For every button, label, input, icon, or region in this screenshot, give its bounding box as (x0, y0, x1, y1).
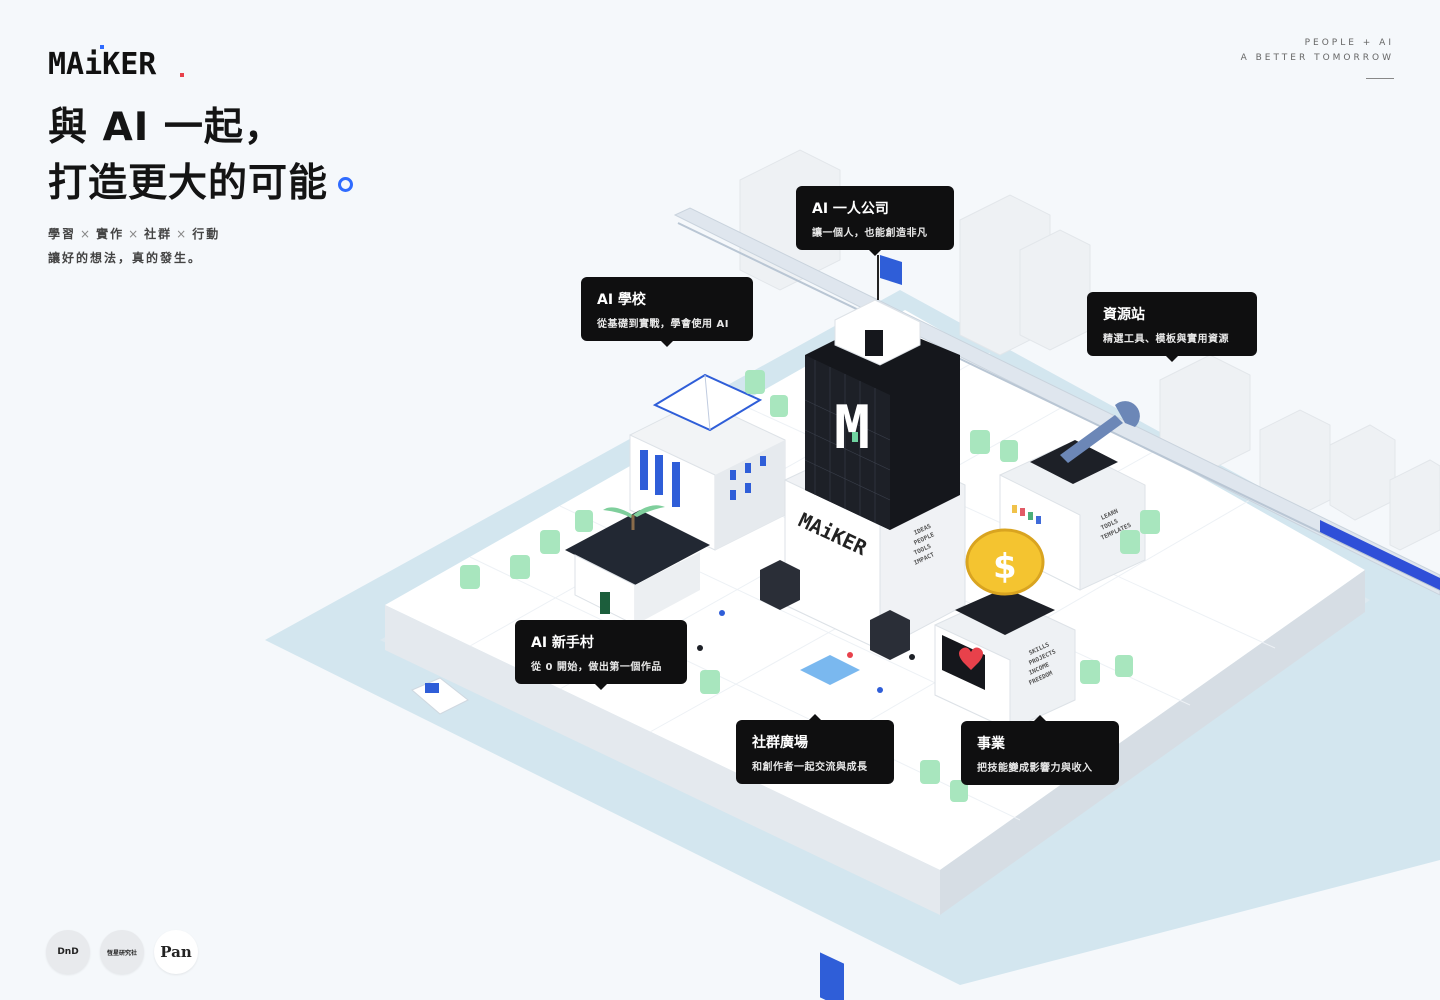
label-business[interactable]: 事業 把技能變成影響力與收入 (961, 715, 1119, 785)
boat (411, 677, 469, 715)
hero-headline: 與 AI 一起， 打造更大的可能 (48, 100, 354, 212)
business-building: SKILLS PROJECTS INCOME FREEDOM $ (934, 528, 1076, 731)
dnd-logo-icon[interactable]: DnD (46, 930, 90, 974)
svg-text:$: $ (993, 547, 1017, 587)
hero-line-2: 打造更大的可能 (48, 161, 329, 206)
tagline-line-2: A BETTER TOMORROW (1240, 53, 1394, 63)
headline-dot-icon (338, 177, 354, 192)
ai-school-building (629, 373, 786, 551)
hero-pillars: 學習×實作×社群×行動 (48, 227, 221, 241)
studio-logo-icon[interactable]: 恆星研究社 (100, 930, 144, 974)
hero-subtitle: 學習×實作×社群×行動 讓好的想法，真的發生。 (48, 222, 220, 270)
flag-icon (880, 255, 902, 285)
starter-village-house (565, 505, 710, 626)
logo-text: MAiKER (48, 47, 157, 80)
label-ai-solo-company[interactable]: AI 一人公司 讓一個人，也能創造非凡 (796, 186, 954, 256)
people (697, 610, 915, 693)
hero-line-1: 與 AI 一起， (48, 105, 284, 150)
trees (460, 370, 1160, 802)
label-community-plaza[interactable]: 社群廣場 和創作者一起交流與成長 (736, 714, 894, 784)
pillar-action: 行動 (192, 227, 221, 241)
heart-icon (959, 647, 983, 670)
maiker-tower: M MAiKER IDEAS PEOPLE TOOLS IMPACT (784, 255, 966, 1000)
coin-icon (965, 528, 1045, 596)
tagline: PEOPLE + AI A BETTER TOMORROW (1241, 36, 1394, 79)
tagline-line-1: PEOPLE + AI (1304, 38, 1394, 48)
label-resource-station[interactable]: 資源站 精選工具、模板與實用資源 (1087, 292, 1257, 362)
maiker-logo[interactable]: MAiKER (48, 44, 188, 80)
pillar-practice: 實作 (96, 227, 125, 241)
tagline-rule (1366, 78, 1394, 79)
logo-accent-dot (100, 45, 104, 49)
dark-cubes (760, 560, 910, 660)
partner-logos: DnD 恆星研究社 Pan (46, 930, 198, 974)
tower-door (820, 952, 844, 1000)
tower-m-mark: M (834, 393, 870, 463)
logo-accent-dot-red (180, 73, 184, 77)
platform-side-right (940, 570, 1365, 915)
train (1320, 520, 1440, 590)
hero-subline: 讓好的想法，真的發生。 (48, 251, 203, 265)
wrench-icon (1060, 401, 1140, 463)
pan-logo-icon[interactable]: Pan (154, 930, 198, 974)
pillar-learn: 學習 (48, 227, 77, 241)
label-ai-school[interactable]: AI 學校 從基礎到實戰，學會使用 AI (581, 277, 753, 347)
background-skyline (739, 149, 1440, 551)
plaza-fountain (800, 655, 860, 685)
pillar-community: 社群 (144, 227, 173, 241)
palm-tree-icon (603, 505, 665, 518)
label-ai-starter-village[interactable]: AI 新手村 從 0 開始，做出第一個作品 (515, 620, 687, 690)
